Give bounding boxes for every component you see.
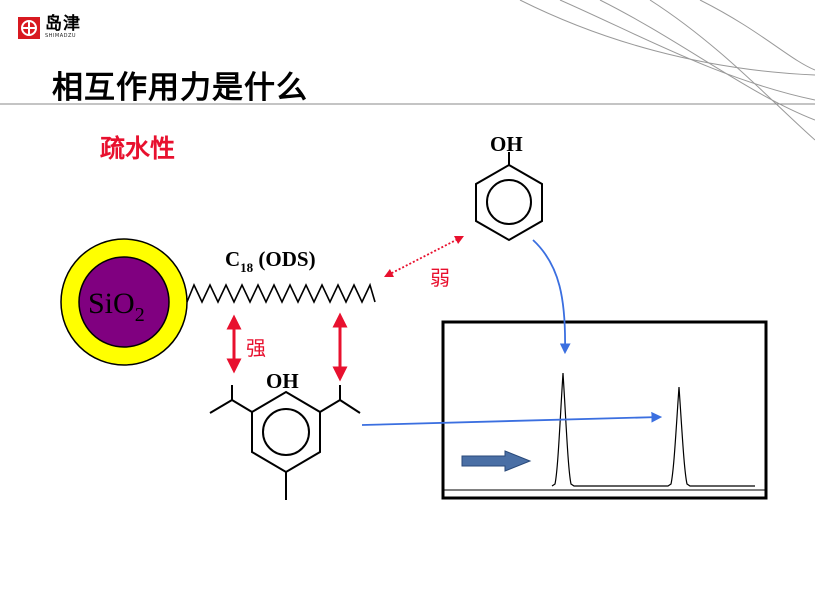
shimadzu-logo-icon [18,16,40,39]
sio2-label: SiO2 [88,287,145,326]
flow-direction-arrow [461,450,532,472]
header-swoosh-lines [519,0,815,141]
c18-alkyl-chain [186,282,376,304]
logo-english-text: SHIMADZU [45,33,77,39]
page-title: 相互作用力是什么 [52,70,308,106]
c18-ods-label: C18 (ODS) [225,247,316,275]
phenol-molecule [475,152,543,242]
silica-particle: SiO2 [60,238,188,366]
hindered-phenol-molecule [209,385,361,500]
weak-label: 弱 [430,266,450,290]
strong-label: 强 [246,336,266,360]
phenol-oh-label: OH [490,132,523,156]
logo-chinese-text: 岛津 [45,14,81,34]
shimadzu-logo: 岛津 SHIMADZU [18,16,81,39]
phenol-elution-arrow [532,239,571,355]
particle-core [78,256,170,348]
hindered-phenol-oh-label: OH [266,369,299,393]
hindered-phenol-elution-arrow [361,411,663,426]
weak-interaction-arrow [383,235,465,278]
chromatogram-frame [441,320,768,500]
section-label-hydrophobic: 疏水性 [100,134,176,163]
chromatogram-panel [441,320,768,500]
